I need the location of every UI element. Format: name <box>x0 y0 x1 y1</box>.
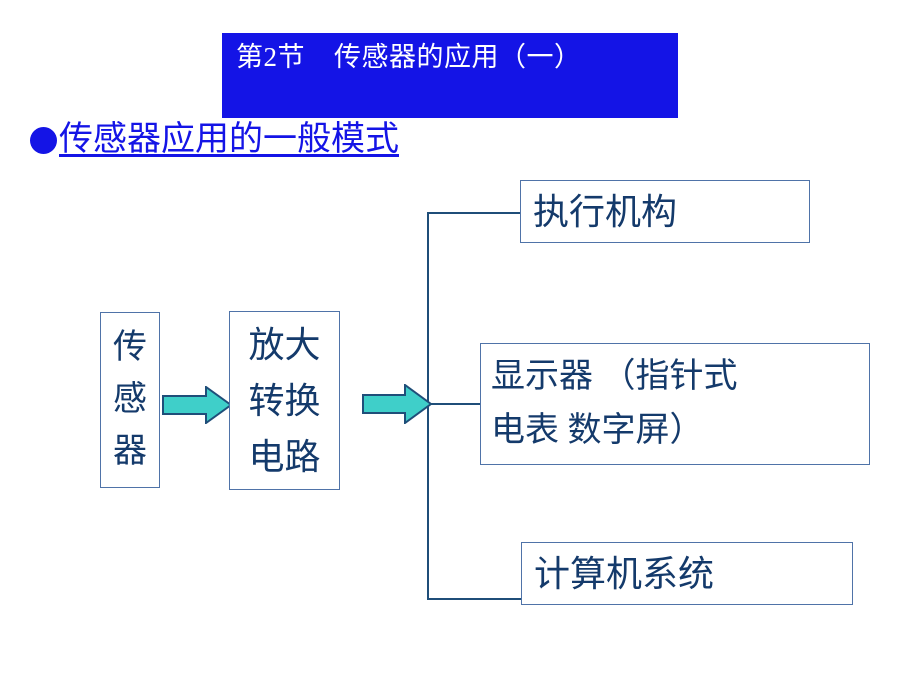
diagram-box-amplifier-label: 放大 转换 电路 <box>248 324 321 477</box>
title-banner: 第2节 传感器的应用（一） <box>222 33 678 118</box>
connector-branch-actuator <box>427 212 522 214</box>
arrow-sensor-to-amplifier <box>162 386 232 424</box>
diagram-box-sensor[interactable]: 传 感 器 <box>100 312 160 488</box>
page-title: 第2节 传感器的应用（一） <box>236 42 582 72</box>
diagram-box-actuator-label: 执行机构 <box>533 191 678 232</box>
diagram-box-amplifier[interactable]: 放大 转换 电路 <box>229 311 340 490</box>
diagram-box-computer-label: 计算机系统 <box>534 553 715 594</box>
connector-branch-computer <box>427 598 523 600</box>
diagram-box-actuator[interactable]: 执行机构 <box>520 180 810 243</box>
section-heading-label: 传感器应用的一般模式 <box>59 121 399 158</box>
section-heading: 传感器应用的一般模式 <box>30 119 399 161</box>
arrow-amplifier-to-branch <box>362 384 432 424</box>
diagram-box-sensor-label: 传 感 器 <box>113 329 147 470</box>
bullet-circle-icon <box>30 126 57 154</box>
connector-branch-display <box>427 403 482 405</box>
diagram-box-computer[interactable]: 计算机系统 <box>521 542 853 605</box>
diagram-box-display[interactable]: 显示器 （指针式 电表 数字屏） <box>480 343 870 465</box>
diagram-box-display-label: 显示器 （指针式 电表 数字屏） <box>491 358 738 449</box>
